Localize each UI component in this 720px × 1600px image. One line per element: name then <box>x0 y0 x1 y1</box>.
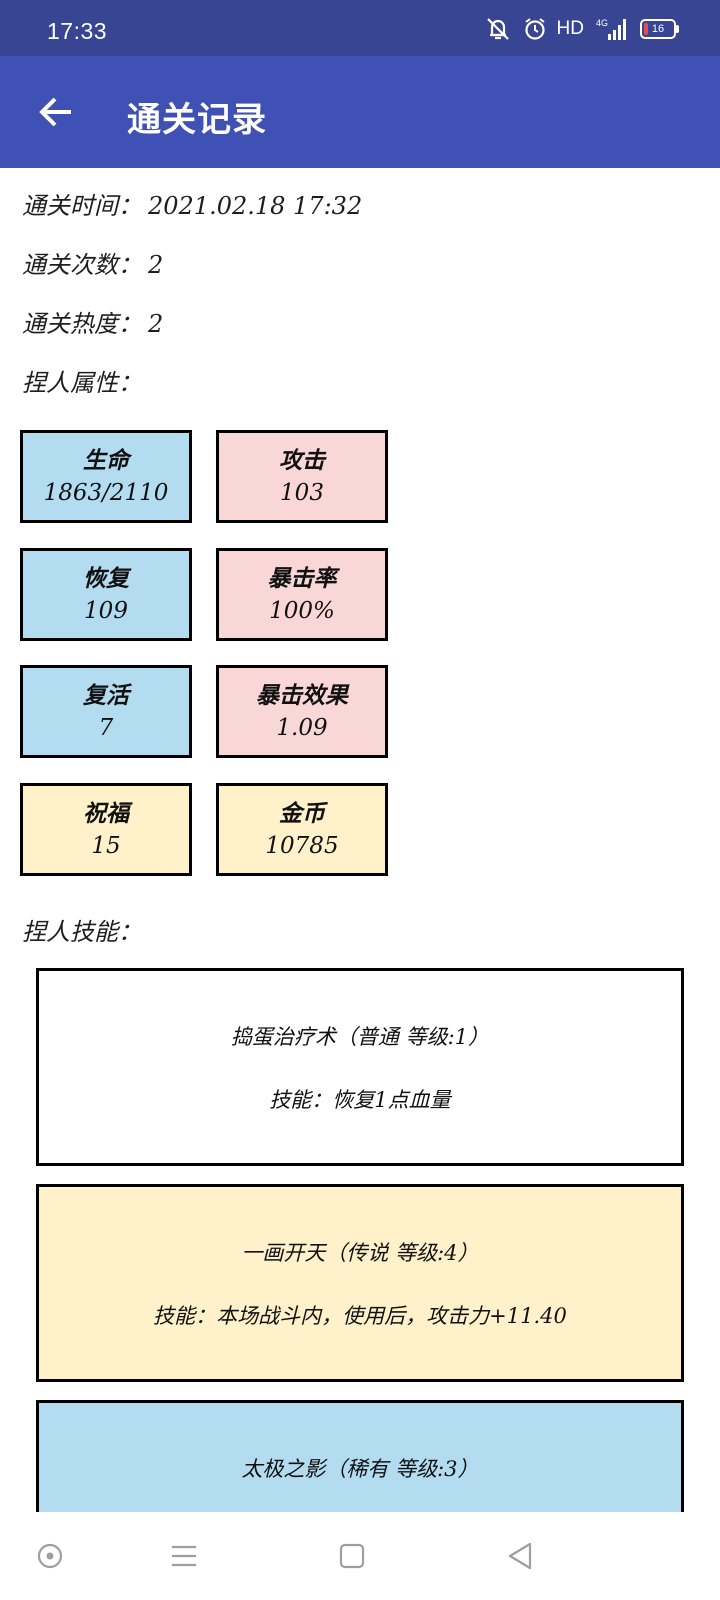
triangle-back-icon <box>508 1542 532 1570</box>
attr-value: 100% <box>269 597 335 624</box>
clear-time-label: 通关时间： <box>22 192 142 220</box>
attr-name: 暴击效果 <box>256 681 348 709</box>
attr-box-blessing: 祝福 15 <box>20 783 192 876</box>
nav-back-button[interactable] <box>494 1530 546 1582</box>
nav-assistant-button[interactable] <box>24 1530 76 1582</box>
attr-name: 生命 <box>83 446 129 474</box>
attr-value: 103 <box>280 479 324 506</box>
clear-count-row: 通关次数：2 <box>22 245 163 280</box>
nav-home-button[interactable] <box>326 1530 378 1582</box>
skill-title: 一画开天（传说 等级:4） <box>241 1241 479 1265</box>
skill-desc: 技能：本场战斗内，使用后，攻击力+11.40 <box>153 1304 567 1328</box>
attr-value: 1.09 <box>276 714 328 741</box>
svg-text:4G: 4G <box>596 18 608 28</box>
skill-card: 一画开天（传说 等级:4） 技能：本场战斗内，使用后，攻击力+11.40 <box>36 1184 684 1382</box>
signal-4g-icon: 4G <box>596 18 626 40</box>
status-icons: HD 4G 16 <box>483 14 679 44</box>
attributes-heading: 捏人属性： <box>22 369 142 397</box>
record-content[interactable]: 通关时间：2021.02.18 17:32 通关次数：2 通关热度：2 捏人属性… <box>0 168 720 1512</box>
skill-title: 太极之影（稀有 等级:3） <box>241 1457 479 1481</box>
attr-name: 攻击 <box>279 446 325 474</box>
attr-box-revive: 复活 7 <box>20 665 192 758</box>
page-title: 通关记录 <box>127 100 267 140</box>
clear-heat-row: 通关热度：2 <box>22 304 163 339</box>
skills-heading: 捏人技能： <box>22 918 142 946</box>
attr-box-recovery: 恢复 109 <box>20 548 192 641</box>
arrow-left-icon <box>39 97 71 127</box>
clear-count-value: 2 <box>148 251 164 279</box>
alarm-clock-icon <box>524 18 545 40</box>
battery-level: 16 <box>651 23 665 35</box>
back-button[interactable] <box>28 84 84 140</box>
clear-heat-label: 通关热度： <box>22 310 142 338</box>
attr-box-crit-rate: 暴击率 100% <box>216 548 388 641</box>
skill-desc: 技能：恢复1点血量 <box>269 1088 451 1112</box>
app-bar: 通关记录 <box>0 56 720 168</box>
status-bar: 17:33 HD 4G 16 <box>0 0 720 56</box>
network-type-label: HD <box>556 18 584 39</box>
attr-value: 1863/2110 <box>43 479 169 506</box>
square-home-icon <box>339 1543 365 1569</box>
clear-heat-value: 2 <box>148 310 164 338</box>
status-time: 17:33 <box>47 18 108 44</box>
skill-card: 捣蛋治疗术（普通 等级:1） 技能：恢复1点血量 <box>36 968 684 1166</box>
system-nav-bar <box>0 1512 720 1600</box>
attr-box-hp: 生命 1863/2110 <box>20 430 192 523</box>
clear-time-value: 2021.02.18 17:32 <box>148 192 363 220</box>
attr-name: 复活 <box>83 681 129 709</box>
clear-count-label: 通关次数： <box>22 251 142 279</box>
attr-value: 7 <box>98 714 114 741</box>
attr-value: 15 <box>91 832 121 859</box>
attr-box-attack: 攻击 103 <box>216 430 388 523</box>
battery-icon: 16 <box>640 19 679 39</box>
attr-name: 金币 <box>279 799 325 827</box>
skill-card: 太极之影（稀有 等级:3） <box>36 1400 684 1512</box>
mute-notification-icon <box>486 18 509 40</box>
attr-name: 恢复 <box>83 564 129 592</box>
nav-menu-button[interactable] <box>158 1530 210 1582</box>
attr-box-crit-effect: 暴击效果 1.09 <box>216 665 388 758</box>
clear-time-row: 通关时间：2021.02.18 17:32 <box>22 186 362 221</box>
skill-title: 捣蛋治疗术（普通 等级:1） <box>230 1025 490 1049</box>
attr-box-gold: 金币 10785 <box>216 783 388 876</box>
menu-icon <box>172 1545 196 1567</box>
attr-value: 109 <box>84 597 128 624</box>
attr-name: 祝福 <box>83 799 129 827</box>
dot-circle-icon <box>37 1543 63 1569</box>
attr-name: 暴击率 <box>267 564 337 592</box>
attr-value: 10785 <box>265 832 339 859</box>
